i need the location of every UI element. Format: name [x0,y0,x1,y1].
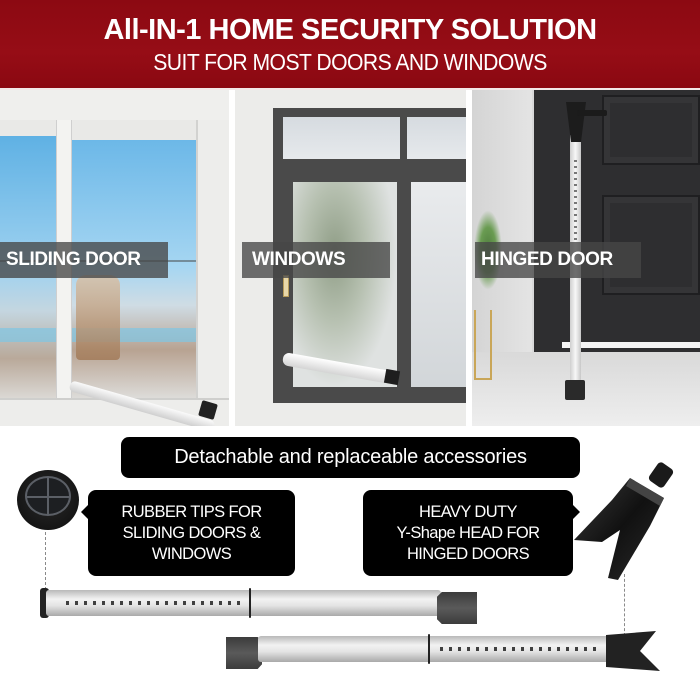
callout-line: WINDOWS [151,544,232,563]
security-bar-holes [574,160,577,240]
callout-line: HEAVY DUTY [419,502,518,521]
security-bar-tip [383,368,401,386]
window-transom-left [283,117,400,159]
telescoping-joint [428,634,430,664]
security-bar-y-head [258,634,610,664]
panel-label-sliding-door: SLIDING DOOR [0,242,168,278]
door-frame-top [0,90,229,120]
connector-line-rubber-tip [45,532,46,590]
window-handle [283,275,289,297]
hinged-door [534,90,700,352]
callout-line: RUBBER TIPS FOR [121,502,262,521]
panel-windows: WINDOWS [235,90,466,426]
header-divider [0,88,700,90]
chair-image [76,275,120,360]
panel-label-hinged-door: HINGED DOOR [475,242,641,278]
callout-line: HINGED DOORS [406,544,530,563]
rubber-foot [437,592,477,624]
header-banner: All-IN-1 HOME SECURITY SOLUTION SUIT FOR… [0,0,700,88]
panel-label-windows: WINDOWS [242,242,390,278]
rubber-tip-end-cap [40,588,49,618]
connector-line-y-head [624,574,625,636]
door-frame-right [196,120,229,426]
window-glass-left [293,182,397,387]
rubber-tip-icon [17,470,79,530]
baseboard [562,342,700,348]
panel-hinged-door: HINGED DOOR [472,90,700,426]
accessories-banner: Detachable and replaceable accessories [121,437,580,478]
callout-rubber-tips: RUBBER TIPS FOR SLIDING DOORS & WINDOWS [81,490,295,576]
security-bar-foot [565,380,585,400]
plant-stand [474,310,492,380]
adjustment-holes [66,601,246,605]
window-glass-right [411,182,466,387]
door-glass-left [0,136,56,426]
callout-y-shape-head: HEAVY DUTY Y-Shape HEAD FOR HINGED DOORS [363,490,580,576]
headline-title: All-IN-1 HOME SECURITY SOLUTION [103,14,597,46]
headline-subtitle: SUIT FOR MOST DOORS AND WINDOWS [153,49,547,75]
callout-line: Y-Shape HEAD FOR [396,523,541,542]
door-handle [577,110,607,116]
callout-line: SLIDING DOORS & [122,523,261,542]
telescoping-joint [249,588,251,618]
y-shape-head-icon [574,462,674,580]
floor [472,352,700,426]
window-transom-right [407,117,466,159]
y-shape-head-end [606,631,660,671]
panel-sliding-door: SLIDING DOOR [0,90,229,426]
security-bar-rubber-tip [46,588,441,618]
rubber-foot [226,637,262,669]
adjustment-holes [440,647,600,651]
door-panel-upper [602,95,700,165]
